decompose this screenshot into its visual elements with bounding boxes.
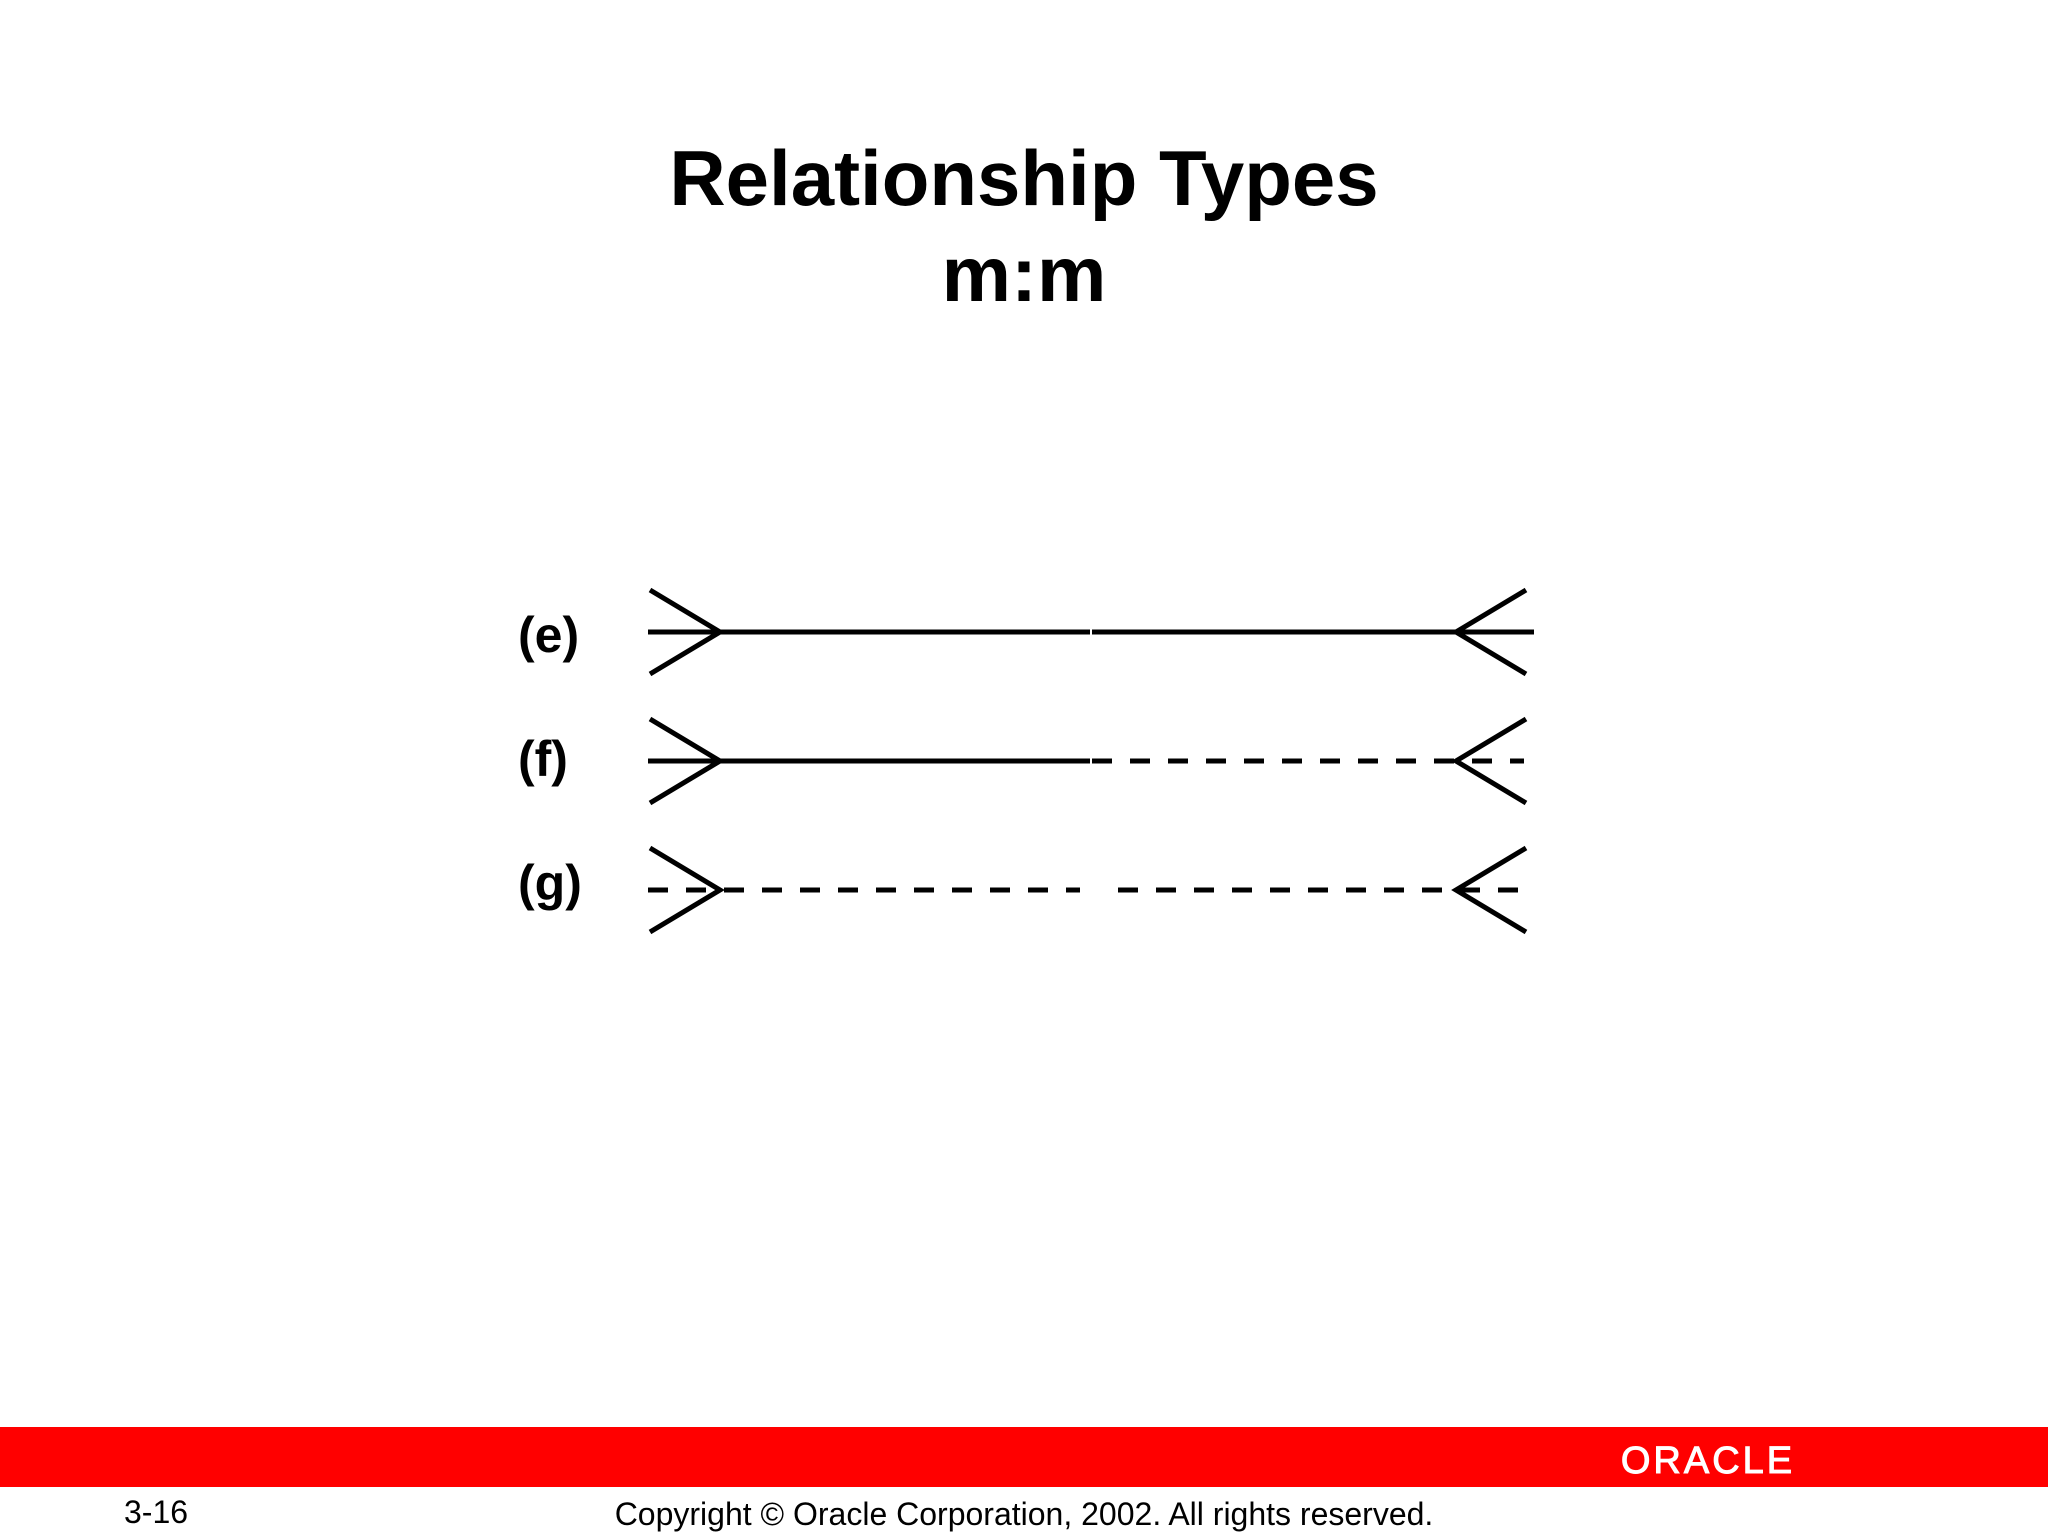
slide-title: Relationship Types m:m — [0, 130, 2048, 322]
title-text: Relationship Types — [669, 134, 1379, 222]
copyright-notice: Copyright © Oracle Corporation, 2002. Al… — [614, 1496, 1434, 1532]
crow-foot-left-icon — [648, 716, 725, 806]
logo-text: ORACLE — [1621, 1440, 1795, 1480]
crow-foot-right-icon — [1451, 716, 1528, 806]
relationship-line-g — [648, 845, 1536, 935]
crow-foot-right-icon — [1451, 587, 1528, 677]
footer-bar — [0, 1427, 2048, 1487]
crow-foot-left-icon — [648, 587, 725, 677]
crow-foot-right-icon — [1451, 845, 1528, 935]
relationship-label-f: (f) — [518, 731, 568, 787]
page-number: 3-16 — [124, 1494, 189, 1530]
oracle-logo-icon: ORACLE — [1620, 1440, 1795, 1480]
subtitle-text: m:m — [941, 230, 1107, 318]
relationship-label-g: (g) — [518, 855, 582, 911]
relationship-line-e — [648, 587, 1534, 677]
crow-foot-left-icon — [648, 845, 725, 935]
relationship-line-f — [648, 716, 1528, 806]
relationship-label-e: (e) — [518, 607, 580, 663]
